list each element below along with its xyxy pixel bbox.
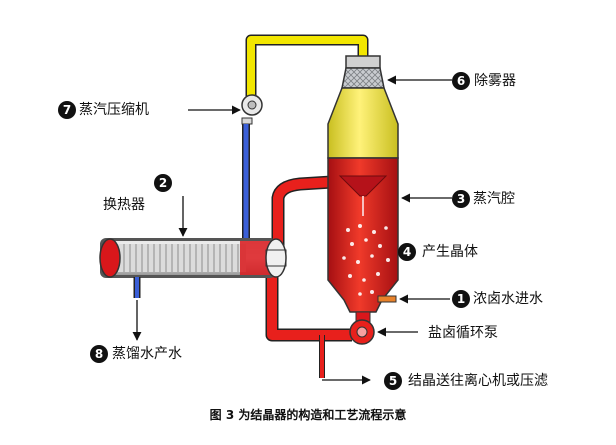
label-heat-exchanger: 换热器	[103, 197, 145, 213]
badge-1: 1	[452, 290, 470, 308]
badge-5: 5	[384, 372, 402, 390]
figure-caption: 图 3 为结晶器的构造和工艺流程示意	[209, 408, 407, 422]
badge-6: 6	[452, 72, 470, 90]
label-crystal-formation: 产生晶体	[422, 244, 478, 260]
label-distillate: 蒸馏水产水	[112, 346, 182, 362]
badge-3: 3	[452, 190, 470, 208]
brine-circulation-pump	[349, 311, 375, 345]
vapor-compressor	[241, 94, 263, 125]
demister	[341, 67, 385, 89]
crystallizer-body	[327, 157, 399, 313]
heat-exchanger	[99, 238, 287, 278]
label-demister: 除雾器	[474, 73, 516, 89]
badge-7: 7	[58, 101, 76, 119]
vapor-chamber	[327, 87, 399, 159]
badge-8: 8	[90, 345, 108, 363]
label-circulation-pump: 盐卤循环泵	[428, 325, 498, 341]
brine-feed-inlet	[377, 295, 397, 303]
label-vapor-chamber: 蒸汽腔	[473, 191, 515, 207]
badge-2: 2	[154, 174, 172, 192]
crystallizer-vessel	[327, 55, 399, 313]
label-vapor-compressor: 蒸汽压缩机	[79, 102, 149, 118]
badge-4: 4	[398, 243, 416, 261]
label-brine-feed: 浓卤水进水	[473, 291, 543, 307]
label-crystal-discharge: 结晶送往离心机或压滤	[408, 373, 548, 389]
